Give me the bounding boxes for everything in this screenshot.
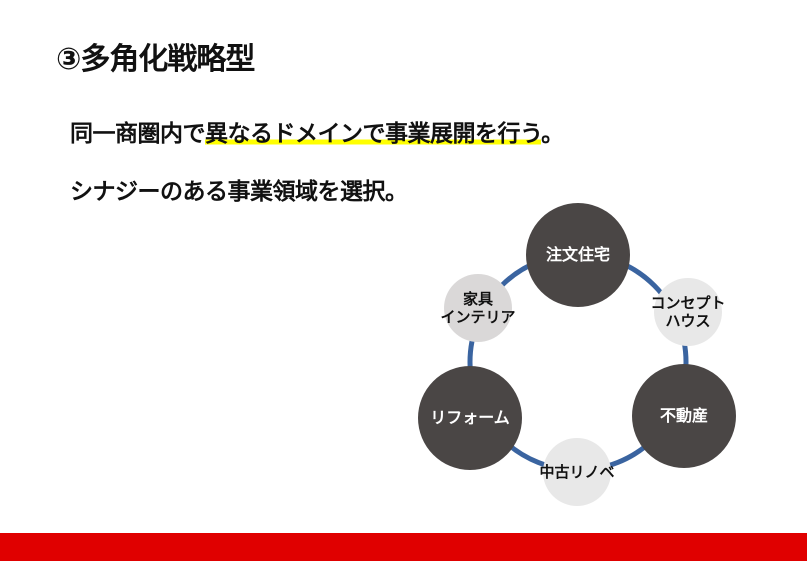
node-label: 中古リノベ: [539, 463, 615, 481]
node-label: コンセプト: [650, 294, 726, 312]
statement-line-1: 同一商圏内で異なるドメインで事業展開を行う。: [70, 114, 564, 148]
node-label: ハウス: [665, 312, 711, 330]
node-reform: リフォーム: [418, 366, 522, 470]
statement-suffix: 。: [541, 121, 564, 147]
statement-prefix: 同一商圏内で: [70, 121, 206, 147]
slide-title: ③多角化戦略型: [56, 42, 255, 77]
footer-bar: [0, 533, 807, 561]
node-custom-home: 注文住宅: [526, 203, 630, 307]
node-label: インテリア: [440, 308, 516, 326]
node-furniture-interior: 家具インテリア: [441, 274, 516, 342]
node-used-renovation: 中古リノベ: [540, 438, 615, 506]
statement-line-2: シナジーのある事業領域を選択。: [70, 179, 408, 205]
node-real-estate: 不動産: [632, 364, 736, 468]
node-concept-house: コンセプトハウス: [651, 278, 726, 346]
node-label: 家具: [463, 290, 494, 308]
highlighted-text: 異なるドメインで事業展開を行う: [205, 121, 542, 147]
